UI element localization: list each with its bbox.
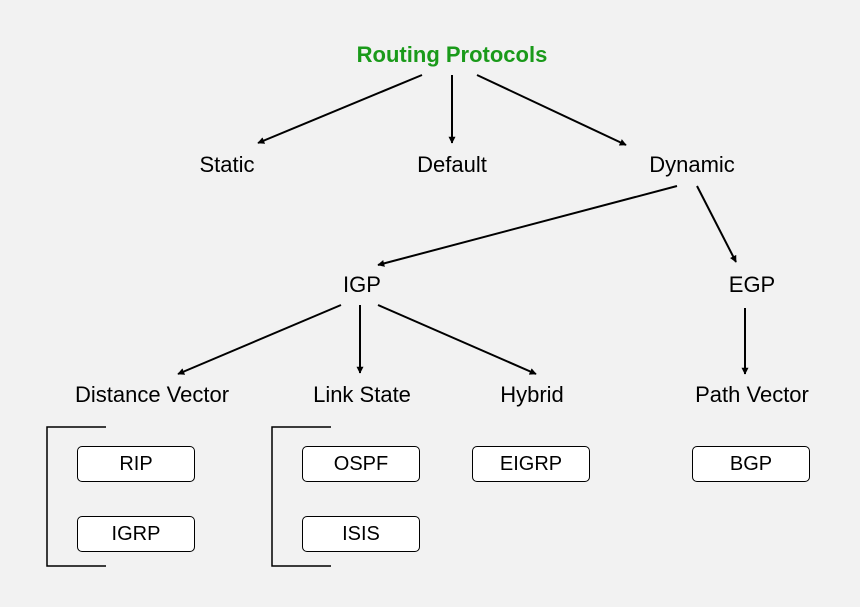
protocol-box-isis: ISIS xyxy=(302,516,420,552)
arrow-igp-to-distance-vector xyxy=(177,304,342,375)
arrow-routing-to-dynamic xyxy=(476,74,627,146)
node-link-state: Link State xyxy=(313,382,411,407)
arrow-dynamic-to-egp xyxy=(696,185,737,263)
protocol-box-bgp: BGP xyxy=(692,446,810,482)
node-hybrid: Hybrid xyxy=(500,382,564,407)
protocol-label-eigrp: EIGRP xyxy=(499,452,563,475)
node-default: Default xyxy=(417,152,487,177)
protocol-label-rip: RIP xyxy=(119,452,153,475)
distance-vector-bracket xyxy=(46,426,106,567)
protocol-box-igrp: IGRP xyxy=(77,516,195,552)
protocol-box-rip: RIP xyxy=(77,446,195,482)
protocol-label-igrp: IGRP xyxy=(111,522,161,545)
arrow-routing-to-static xyxy=(257,74,423,144)
link-state-bracket xyxy=(271,426,331,567)
protocol-label-bgp: BGP xyxy=(729,452,773,475)
node-egp: EGP xyxy=(728,272,776,297)
arrow-igp-to-hybrid xyxy=(377,304,537,375)
node-distance-vector: Distance Vector xyxy=(74,382,230,407)
arrow-dynamic-to-igp xyxy=(377,185,678,267)
protocol-box-ospf: OSPF xyxy=(302,446,420,482)
node-igp: IGP xyxy=(343,272,381,297)
protocol-label-isis: ISIS xyxy=(342,522,380,545)
node-static: Static xyxy=(199,152,255,177)
protocol-box-eigrp: EIGRP xyxy=(472,446,590,482)
protocol-label-ospf: OSPF xyxy=(333,452,389,475)
node-dynamic: Dynamic xyxy=(649,152,735,177)
routing-protocols-title: Routing Protocols xyxy=(356,42,548,67)
node-path-vector: Path Vector xyxy=(695,382,809,407)
